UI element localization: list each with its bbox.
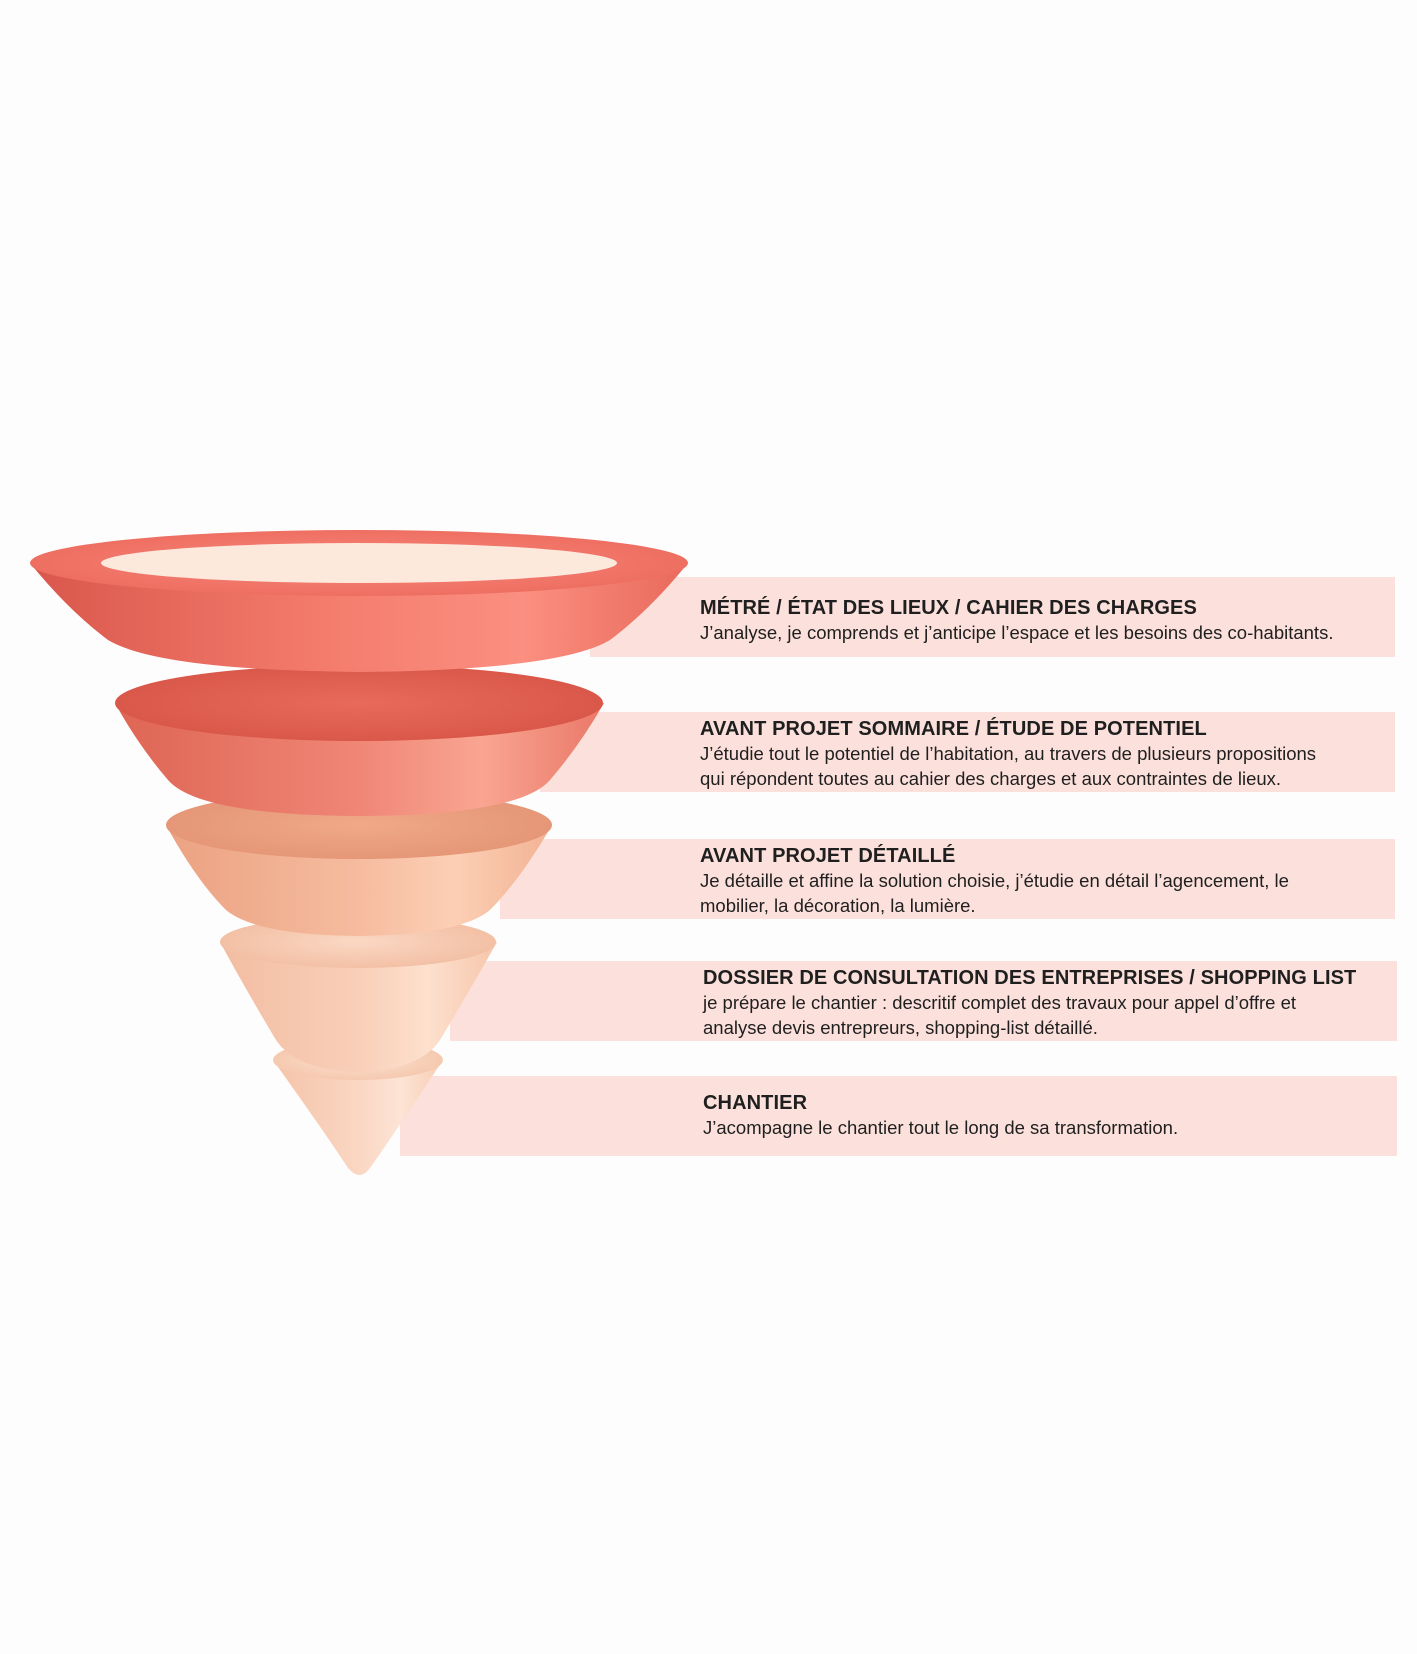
- stage-3-title: AVANT PROJET DÉTAILLÉ: [700, 844, 1289, 868]
- stage-5-desc-line-1: J’acompagne le chantier tout le long de …: [703, 1115, 1178, 1140]
- stage-1-desc-line-1: J’analyse, je comprends et j’anticipe l’…: [700, 620, 1333, 645]
- stage-4: DOSSIER DE CONSULTATION DES ENTREPRISES …: [703, 966, 1356, 1040]
- stage-3-desc-line-2: mobilier, la décoration, la lumière.: [700, 893, 1289, 918]
- stage-1: MÉTRÉ / ÉTAT DES LIEUX / CAHIER DES CHAR…: [700, 596, 1333, 645]
- stage-4-desc-line-1: je prépare le chantier : descritif compl…: [703, 990, 1356, 1015]
- stage-2-title: AVANT PROJET SOMMAIRE / ÉTUDE DE POTENTI…: [700, 717, 1316, 741]
- funnel-level-1: [30, 530, 688, 672]
- stage-1-title: MÉTRÉ / ÉTAT DES LIEUX / CAHIER DES CHAR…: [700, 596, 1333, 620]
- stage-2-desc-line-2: qui répondent toutes au cahier des charg…: [700, 766, 1316, 791]
- funnel-rim-inner: [101, 543, 617, 583]
- stage-2: AVANT PROJET SOMMAIRE / ÉTUDE DE POTENTI…: [700, 717, 1316, 791]
- stage-5: CHANTIER J’acompagne le chantier tout le…: [703, 1091, 1178, 1140]
- funnel-level-2: [115, 665, 604, 816]
- stage-5-title: CHANTIER: [703, 1091, 1178, 1115]
- stage-4-desc-line-2: analyse devis entrepreurs, shopping-list…: [703, 1015, 1356, 1040]
- stage-2-desc-line-1: J’étudie tout le potentiel de l’habitati…: [700, 741, 1316, 766]
- funnel-level-4: [220, 916, 497, 1072]
- stage-4-title: DOSSIER DE CONSULTATION DES ENTREPRISES …: [703, 966, 1356, 990]
- stage-3-desc-line-1: Je détaille et affine la solution choisi…: [700, 868, 1289, 893]
- stage-3: AVANT PROJET DÉTAILLÉ Je détaille et aff…: [700, 844, 1289, 918]
